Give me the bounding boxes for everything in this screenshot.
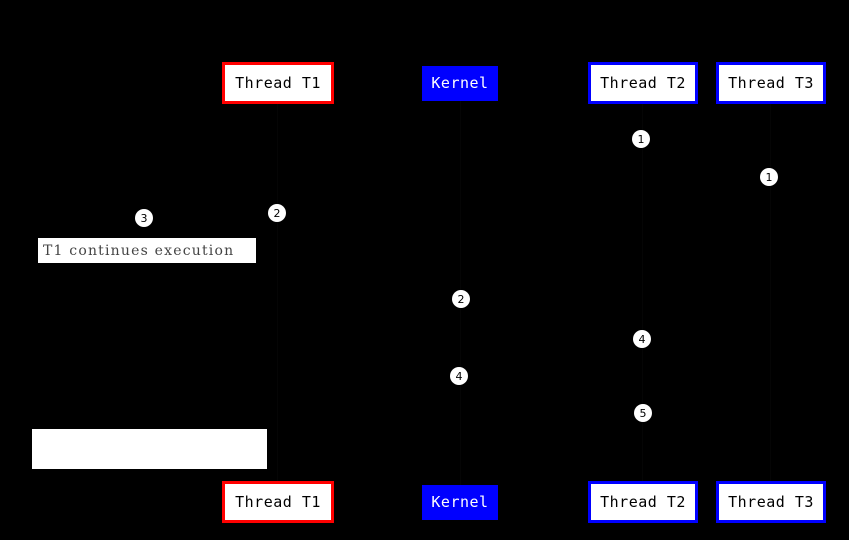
lifeline-header-t3[interactable]: Thread T3 (716, 62, 826, 104)
step-marker-label: 5 (639, 406, 647, 420)
step-marker-label: 4 (638, 332, 646, 346)
lifeline-footer-kernel[interactable]: Kernel (422, 485, 498, 520)
step-marker-note-3[interactable]: 3 (135, 209, 153, 227)
step-marker-t3-1[interactable]: 1 (760, 168, 778, 186)
lifeline-header-t1-label: Thread T1 (235, 73, 321, 92)
lifeline-header-t3-label: Thread T3 (728, 73, 814, 92)
note-blank-box (32, 429, 267, 469)
lifeline-footer-t1[interactable]: Thread T1 (222, 481, 334, 523)
lifeline-line-t2 (642, 104, 643, 482)
lifeline-footer-t1-label: Thread T1 (235, 492, 321, 511)
step-marker-t2-5[interactable]: 5 (634, 404, 652, 422)
step-marker-label: 1 (637, 132, 645, 146)
step-marker-label: 4 (455, 369, 463, 383)
lifeline-header-t2[interactable]: Thread T2 (588, 62, 698, 104)
step-marker-label: 2 (457, 292, 465, 306)
note-text: T1 continues execution (43, 242, 235, 259)
note-t1-continues-execution: T1 continues execution (37, 237, 257, 264)
lifeline-line-t3 (770, 104, 771, 482)
lifeline-footer-t2[interactable]: Thread T2 (588, 481, 698, 523)
step-marker-kernel-2[interactable]: 2 (452, 290, 470, 308)
step-marker-t2-1[interactable]: 1 (632, 130, 650, 148)
step-marker-label: 1 (765, 170, 773, 184)
lifeline-footer-t2-label: Thread T2 (600, 492, 686, 511)
lifeline-header-kernel-label: Kernel (431, 74, 489, 92)
lifeline-line-t1 (277, 104, 278, 482)
step-marker-label: 3 (140, 211, 148, 225)
step-marker-label: 2 (273, 206, 281, 220)
step-marker-kernel-4[interactable]: 4 (450, 367, 468, 385)
lifeline-header-t1[interactable]: Thread T1 (222, 62, 334, 104)
lifeline-header-kernel[interactable]: Kernel (422, 66, 498, 101)
lifeline-footer-t3[interactable]: Thread T3 (716, 481, 826, 523)
lifeline-footer-kernel-label: Kernel (431, 493, 489, 511)
lifeline-footer-t3-label: Thread T3 (728, 492, 814, 511)
lifeline-header-t2-label: Thread T2 (600, 73, 686, 92)
step-marker-t1-2[interactable]: 2 (268, 204, 286, 222)
step-marker-t2-4[interactable]: 4 (633, 330, 651, 348)
